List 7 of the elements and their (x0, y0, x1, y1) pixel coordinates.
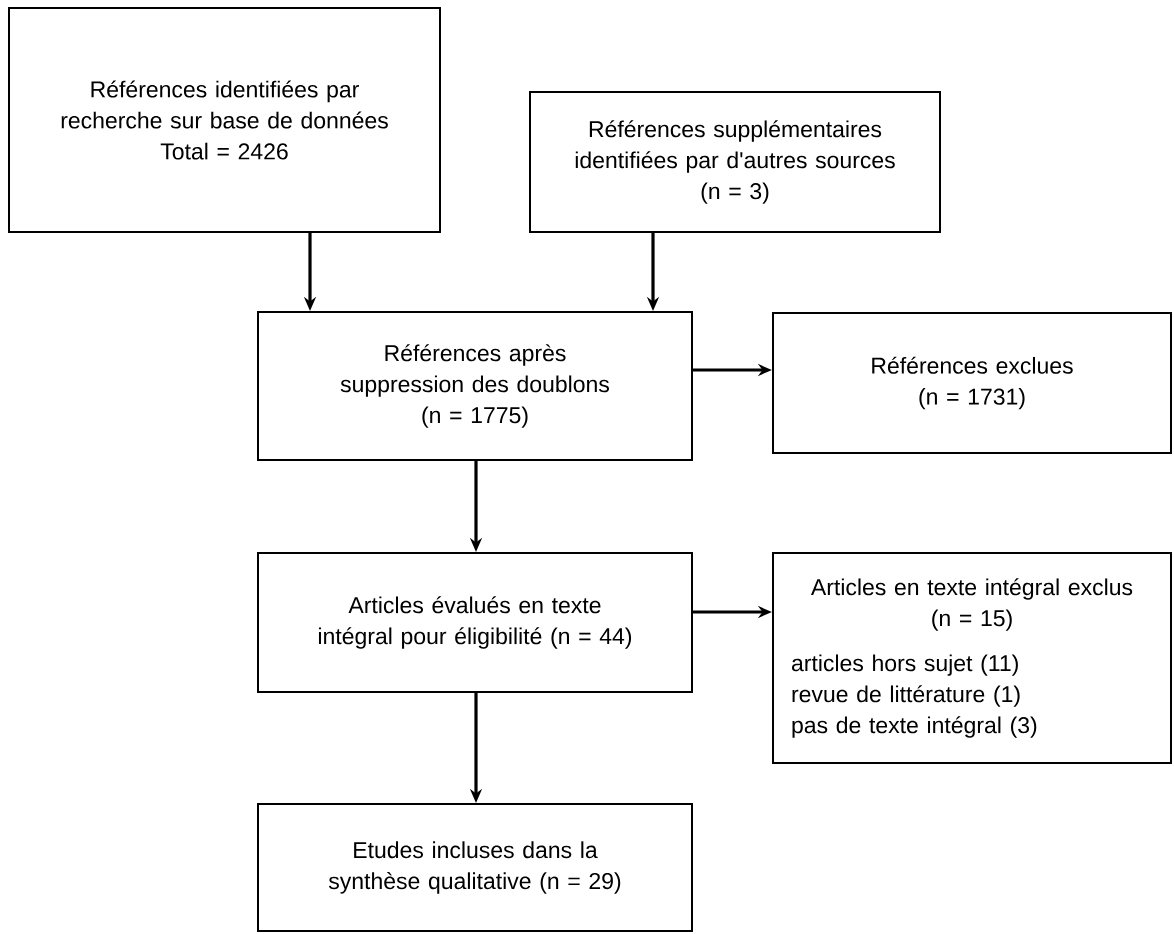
process-box: Articles en texte intégral exclus (n = 15) articles hors sujet (11) revue de littérature (1) pas de texte intégral (3) (772, 552, 1172, 764)
process-box: Articles évalués en texte intégral pour éligibilité (n = 44) (257, 552, 693, 693)
process-box: Références identifiées par recherche sur base de données Total = 2426 (8, 7, 441, 233)
process-box: Etudes incluses dans la synthèse qualitative (n = 29) (257, 803, 693, 932)
process-box: Références exclues (n = 1731) (772, 312, 1172, 454)
process-box: Références après suppression des doublons (n = 1775) (257, 311, 693, 461)
process-box: Références supplémentaires identifiées par d'autres sources (n = 3) (529, 91, 941, 233)
